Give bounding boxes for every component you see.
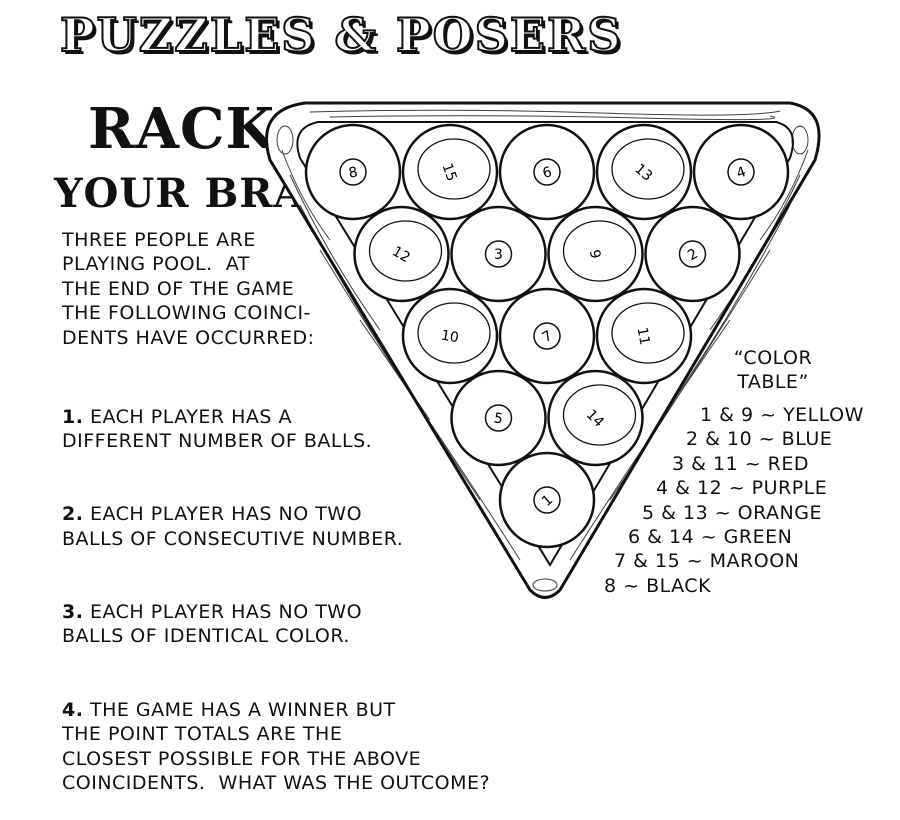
pool-ball-6: 6 (498, 123, 596, 221)
pool-ball-9: 9 (547, 205, 644, 303)
pool-ball-4: 4 (692, 123, 790, 221)
pool-ball-7: 7 (498, 287, 596, 385)
color-row: 5 & 13 ~ ORANGE (642, 501, 822, 524)
rule-2: 2. EACH PLAYER HAS NO TWO BALLS OF CONSE… (62, 503, 404, 550)
color-row: 2 & 10 ~ BLUE (686, 428, 833, 451)
pool-ball-15: 15 (401, 123, 499, 221)
color-table: 1 & 9 ~ YELLOW 2 & 10 ~ BLUE 3 & 11 ~ RE… (600, 403, 864, 598)
pool-ball-5: 5 (450, 369, 547, 467)
pool-ball-number: 5 (493, 410, 505, 427)
color-row: 1 & 9 ~ YELLOW (700, 404, 864, 426)
color-row: 3 & 11 ~ RED (672, 452, 809, 475)
pool-ball-1: 1 (498, 451, 596, 549)
pool-ball-number: 6 (541, 164, 554, 182)
color-row: 8 ~ BLACK (604, 574, 712, 597)
color-table-title: “COLOR TABLE” (733, 347, 813, 394)
color-row: 6 & 14 ~ GREEN (628, 526, 793, 549)
heading-rack: RACK (88, 96, 276, 162)
pool-ball-number: 8 (347, 164, 359, 181)
pool-ball-14: 14 (547, 369, 644, 467)
pool-ball-2: 2 (644, 205, 741, 303)
pool-ball-12: 12 (353, 205, 450, 303)
intro-text: THREE PEOPLE ARE PLAYING POOL. AT THE EN… (62, 229, 315, 349)
rule-4: 4. THE GAME HAS A WINNER BUT THE POINT T… (62, 698, 491, 794)
pool-ball-number: 11 (634, 326, 653, 346)
wood-grain (276, 109, 809, 592)
pool-ball-3: 3 (450, 205, 547, 303)
color-row: 4 & 12 ~ PURPLE (656, 477, 828, 500)
color-row: 7 & 15 ~ MAROON (614, 550, 800, 573)
pool-ball-13: 13 (595, 123, 693, 221)
rule-3: 3. EACH PLAYER HAS NO TWO BALLS OF IDENT… (62, 601, 363, 648)
pool-ball-11: 11 (595, 287, 693, 385)
pool-ball-number: 15 (438, 161, 459, 183)
page-header: PUZZLES & POSERS (59, 7, 623, 63)
pool-ball-8: 8 (304, 123, 402, 221)
pool-ball-10: 10 (401, 287, 499, 385)
pool-ball-number: 9 (586, 248, 603, 260)
pool-ball-number: 3 (494, 247, 503, 263)
rule-1: 1. EACH PLAYER HAS A DIFFERENT NUMBER OF… (62, 405, 373, 453)
pool-ball-number: 12 (389, 243, 412, 266)
pool-ball-number: 10 (440, 328, 460, 347)
